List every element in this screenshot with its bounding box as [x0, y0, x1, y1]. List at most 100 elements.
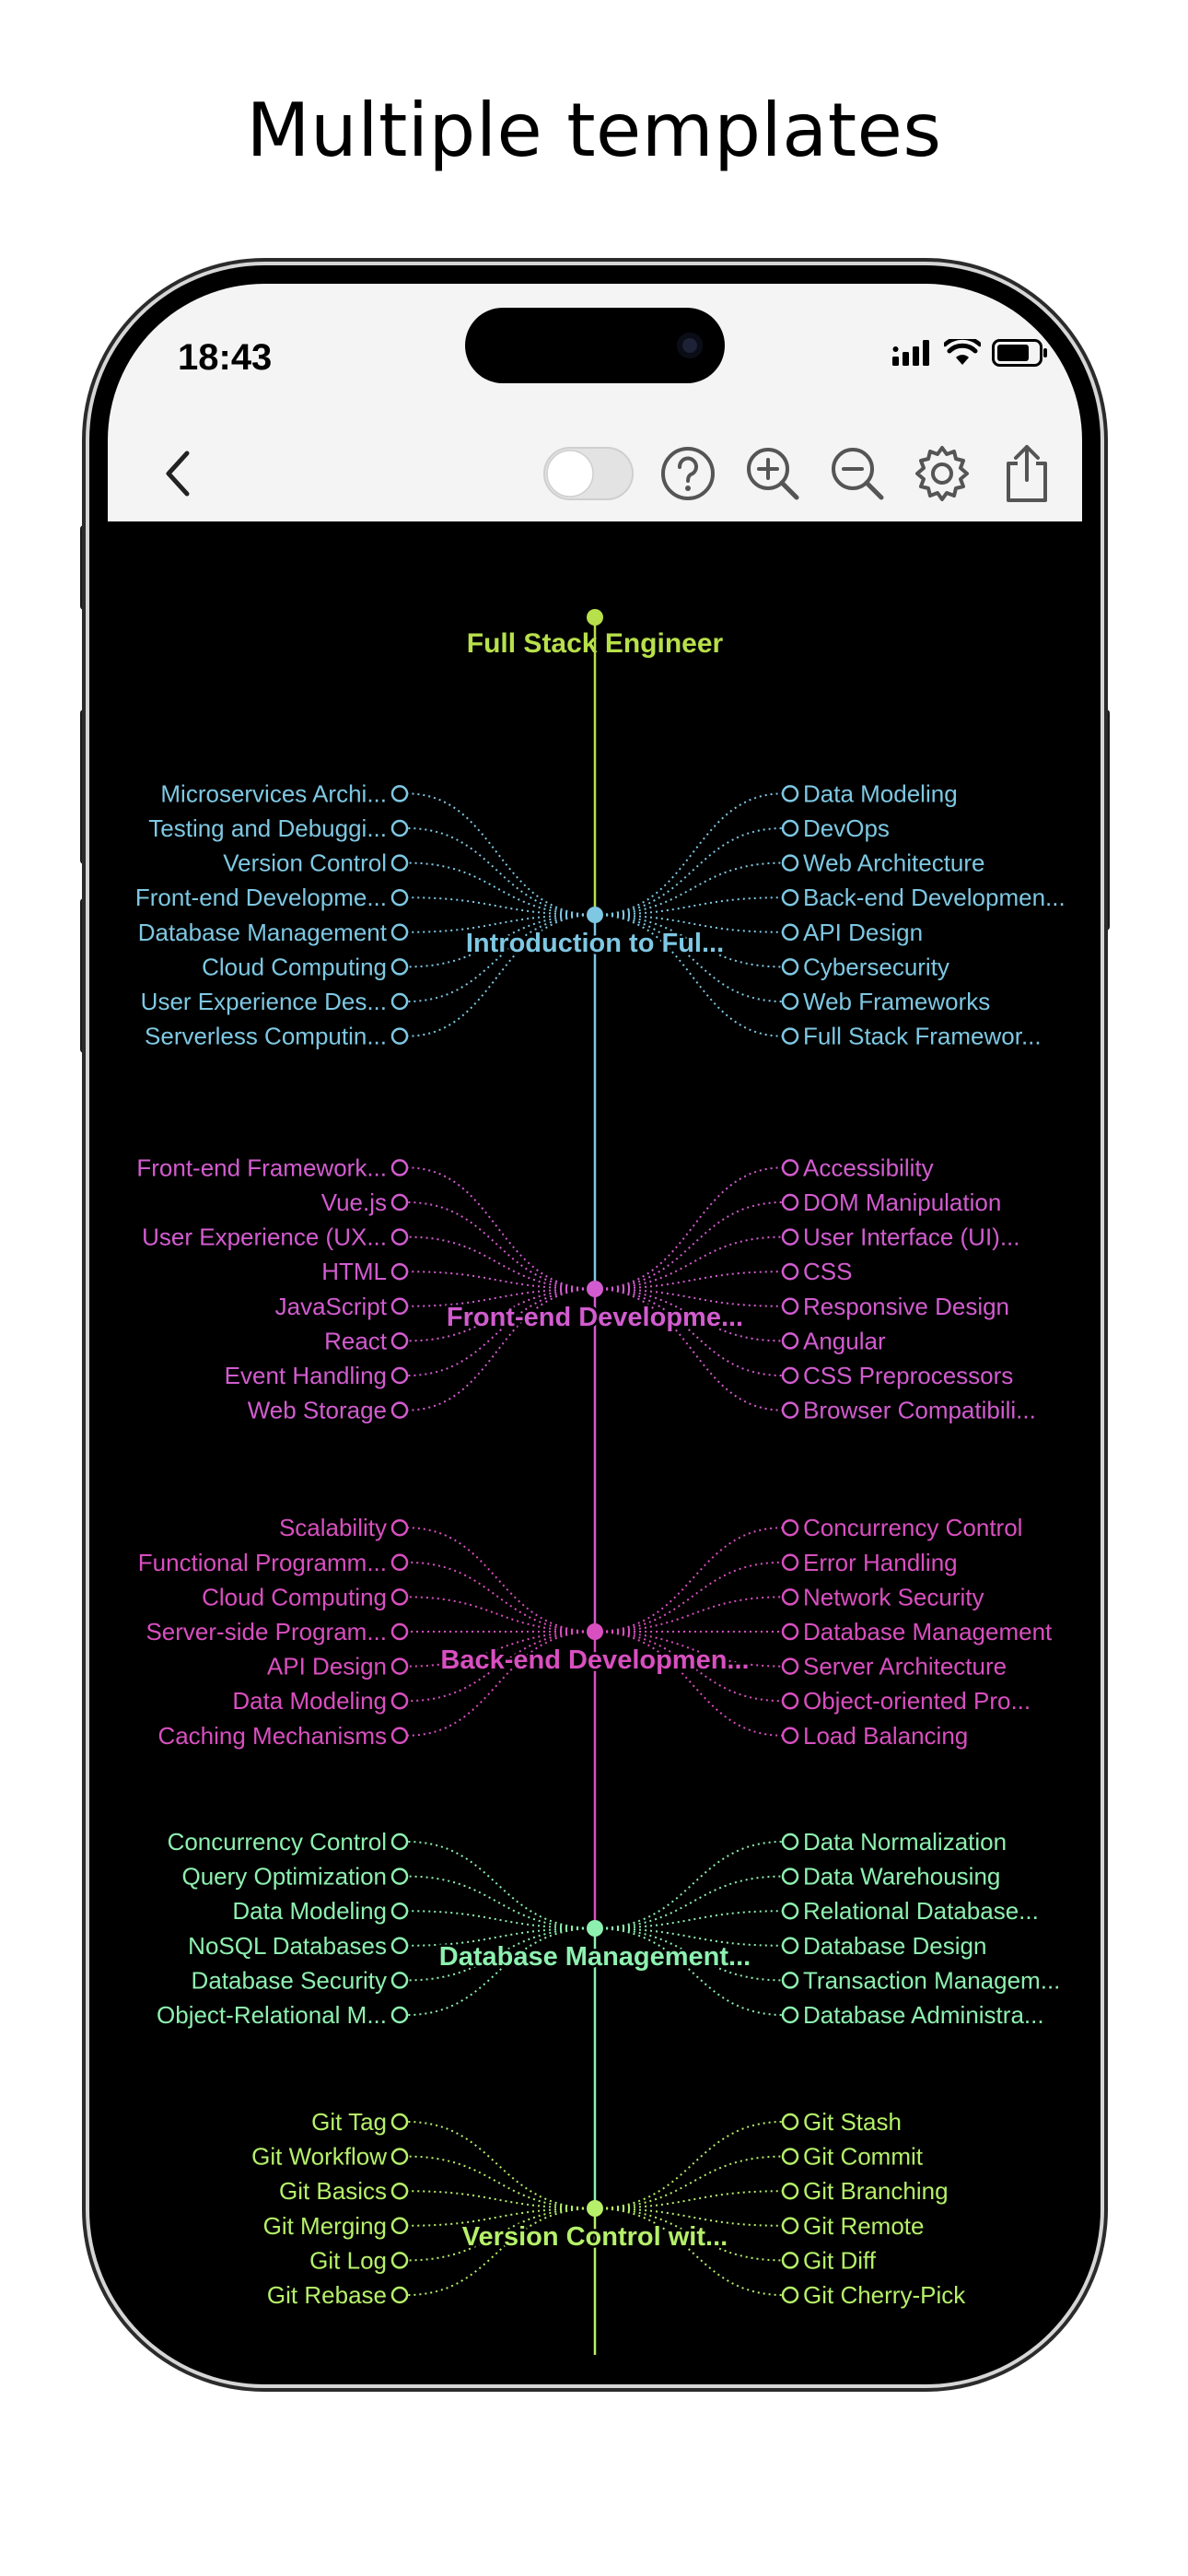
leaf-label[interactable]: Back-end Developmen... [803, 884, 1066, 911]
leaf-node[interactable] [390, 1262, 409, 1281]
leaf-label[interactable]: Serverless Computin... [145, 1023, 387, 1050]
leaf-node[interactable] [390, 2252, 409, 2269]
leaf-label[interactable]: Vue.js [321, 1188, 387, 1216]
leaf-node[interactable] [781, 1588, 799, 1606]
leaf-node[interactable] [781, 819, 799, 837]
leaf-node[interactable] [390, 1902, 409, 1920]
leaf-label[interactable]: Git Commit [803, 2143, 924, 2171]
leaf-label[interactable]: Git Stash [803, 2108, 902, 2136]
leaf-node[interactable] [390, 1622, 409, 1641]
leaf-node[interactable] [390, 785, 409, 802]
leaf-label[interactable]: Web Storage [248, 1397, 387, 1424]
branch-label[interactable]: Database Management... [437, 1940, 752, 1974]
leaf-node[interactable] [390, 1193, 409, 1212]
leaf-label[interactable]: Query Optimization [181, 1863, 387, 1891]
leaf-label[interactable]: Database Management [138, 919, 388, 946]
leaf-node[interactable] [781, 2217, 799, 2235]
leaf-node[interactable] [390, 992, 409, 1011]
leaf-label[interactable]: Database Design [803, 1932, 986, 1960]
branch-label[interactable]: Back-end Developmen... [438, 1644, 751, 1678]
leaf-label[interactable]: Error Handling [803, 1549, 958, 1576]
branch-label[interactable]: Front-end Developme... [444, 1301, 745, 1335]
leaf-label[interactable]: Git Log [309, 2246, 387, 2274]
leaf-node[interactable] [390, 1366, 409, 1385]
leaf-label[interactable]: Accessibility [803, 1153, 934, 1181]
leaf-node[interactable] [390, 1832, 409, 1851]
leaf-label[interactable]: Load Balancing [803, 1722, 968, 1750]
leaf-node[interactable] [781, 1193, 799, 1212]
leaf-label[interactable]: Git Basics [279, 2177, 387, 2205]
leaf-node[interactable] [390, 1588, 409, 1606]
branch-hub-node[interactable] [587, 1623, 603, 1640]
leaf-label[interactable]: Git Workflow [251, 2143, 387, 2171]
leaf-node[interactable] [781, 1972, 799, 1989]
leaf-node[interactable] [781, 1332, 799, 1350]
leaf-label[interactable]: Functional Programm... [138, 1549, 387, 1576]
leaf-label[interactable]: Event Handling [225, 1362, 387, 1389]
leaf-node[interactable] [781, 1727, 799, 1745]
leaf-label[interactable]: Front-end Developme... [135, 884, 387, 911]
leaf-node[interactable] [390, 1692, 409, 1710]
leaf-node[interactable] [390, 1868, 409, 1885]
leaf-label[interactable]: Concurrency Control [168, 1828, 387, 1856]
leaf-label[interactable]: Full Stack Framewor... [803, 1023, 1042, 1050]
leaf-node[interactable] [781, 1228, 799, 1246]
leaf-label[interactable]: Concurrency Control [803, 1514, 1022, 1541]
leaf-label[interactable]: Database Management [803, 1618, 1053, 1645]
leaf-node[interactable] [781, 1401, 799, 1419]
leaf-node[interactable] [390, 1159, 409, 1177]
leaf-label[interactable]: User Experience (UX... [142, 1224, 387, 1251]
leaf-node[interactable] [781, 854, 799, 872]
zoom-in-button[interactable] [740, 440, 806, 507]
share-button[interactable] [994, 440, 1060, 507]
leaf-label[interactable]: Data Modeling [232, 1897, 387, 1925]
leaf-node[interactable] [390, 2148, 409, 2165]
leaf-node[interactable] [390, 1553, 409, 1572]
leaf-label[interactable]: User Experience Des... [141, 988, 387, 1015]
leaf-label[interactable]: Testing and Debuggi... [148, 814, 387, 842]
leaf-node[interactable] [781, 1159, 799, 1177]
leaf-node[interactable] [781, 1297, 799, 1316]
leaf-node[interactable] [390, 923, 409, 942]
leaf-node[interactable] [781, 2286, 799, 2304]
leaf-label[interactable]: Relational Database... [803, 1897, 1039, 1925]
branch-label[interactable]: Introduction to Ful... [463, 927, 726, 961]
leaf-label[interactable]: Git Remote [803, 2212, 925, 2240]
leaf-label[interactable]: Git Diff [803, 2246, 877, 2274]
leaf-node[interactable] [390, 854, 409, 872]
leaf-node[interactable] [781, 1553, 799, 1572]
leaf-node[interactable] [390, 1657, 409, 1675]
leaf-node[interactable] [390, 1727, 409, 1745]
leaf-node[interactable] [390, 1401, 409, 1419]
leaf-label[interactable]: API Design [803, 919, 923, 946]
branch-hub-node[interactable] [587, 1281, 603, 1297]
leaf-node[interactable] [390, 2113, 409, 2131]
leaf-node[interactable] [781, 2148, 799, 2165]
leaf-node[interactable] [781, 2113, 799, 2131]
leaf-node[interactable] [781, 1518, 799, 1537]
leaf-label[interactable]: Git Tag [311, 2108, 387, 2136]
leaf-label[interactable]: Data Warehousing [803, 1863, 1000, 1891]
back-button[interactable] [145, 440, 211, 507]
leaf-label[interactable]: Transaction Managem... [803, 1966, 1060, 1994]
leaf-label[interactable]: Data Modeling [803, 779, 958, 807]
leaf-node[interactable] [390, 819, 409, 837]
theme-toggle[interactable] [542, 440, 635, 507]
leaf-node[interactable] [781, 1902, 799, 1920]
leaf-node[interactable] [390, 1297, 409, 1316]
leaf-label[interactable]: HTML [321, 1258, 387, 1285]
leaf-label[interactable]: Scalability [279, 1514, 387, 1541]
leaf-node[interactable] [781, 992, 799, 1011]
leaf-node[interactable] [781, 2182, 799, 2200]
leaf-label[interactable]: Object-Relational M... [157, 2001, 387, 2029]
leaf-label[interactable]: NoSQL Databases [188, 1932, 387, 1960]
leaf-label[interactable]: Angular [803, 1327, 886, 1354]
leaf-node[interactable] [781, 888, 799, 907]
leaf-node[interactable] [781, 958, 799, 976]
leaf-node[interactable] [390, 1518, 409, 1537]
leaf-label[interactable]: Data Normalization [803, 1828, 1007, 1856]
leaf-label[interactable]: React [324, 1327, 388, 1354]
leaf-node[interactable] [781, 1868, 799, 1885]
help-button[interactable] [655, 440, 721, 507]
leaf-node[interactable] [781, 1937, 799, 1955]
